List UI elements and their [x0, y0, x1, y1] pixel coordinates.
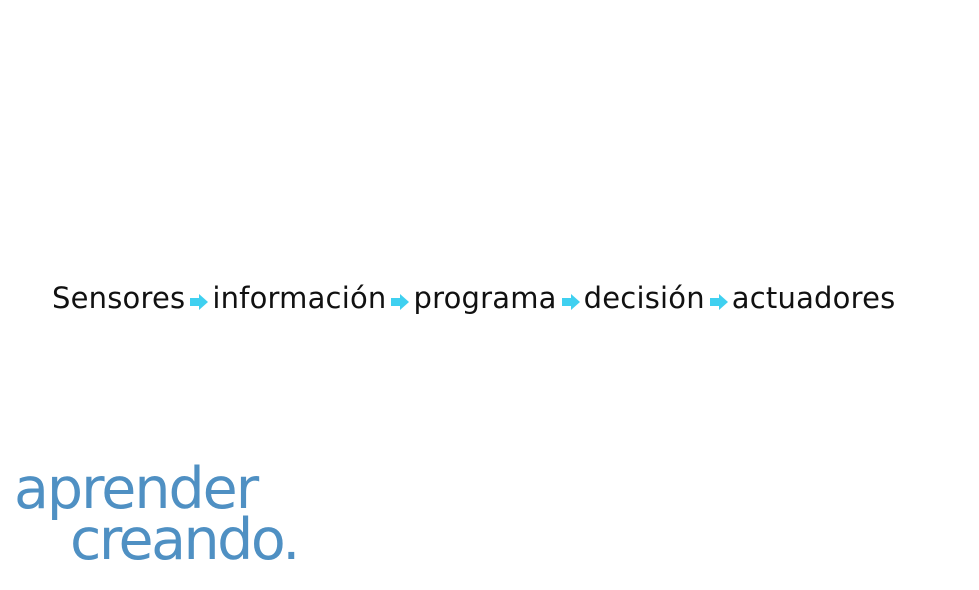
flow-step-decision: decisión — [583, 281, 705, 315]
flow-step-actuadores: actuadores — [731, 281, 896, 315]
flow-diagram: Sensores información programa decisión a… — [52, 276, 952, 320]
right-arrow-icon — [389, 276, 411, 320]
right-arrow-icon — [560, 276, 582, 320]
right-arrow-icon — [708, 276, 730, 320]
logo-line-2: creando. — [70, 507, 298, 564]
logo-line-1: aprender — [14, 462, 260, 522]
aprender-creando-logo: aprender creando. — [14, 462, 324, 564]
flow-step-programa: programa — [413, 281, 557, 315]
right-arrow-icon — [188, 276, 210, 320]
flow-step-sensores: Sensores — [52, 281, 186, 315]
flow-step-informacion: información — [212, 281, 387, 315]
